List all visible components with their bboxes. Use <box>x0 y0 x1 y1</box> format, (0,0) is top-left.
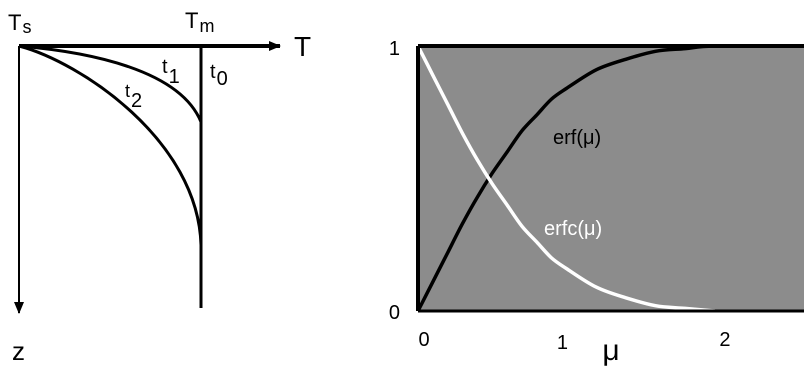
curve-label-t2-sub: 2 <box>131 90 142 112</box>
tm-label-sub: m <box>199 16 214 36</box>
erfc-curve-label: erfc(μ) <box>544 218 602 240</box>
curve-label-t2: t2 <box>125 81 142 112</box>
curve-label-t0-sub: 0 <box>217 68 228 90</box>
x-tick-label-2: 2 <box>719 329 730 351</box>
erf-curve <box>416 44 804 312</box>
ts-label-base: T <box>8 10 21 35</box>
erf-chart: 0 1 0 1 2 μ erf(μ) erfc(μ) <box>389 38 804 367</box>
curve-label-t0-base: t <box>210 61 216 83</box>
curve-label-t2-base: t <box>125 81 130 101</box>
temperature-profile-diagram: Ts Tm T z t0 t1 t2 <box>8 8 311 366</box>
curve-label-t1: t1 <box>162 56 180 88</box>
profile-curve-t2 <box>18 44 203 246</box>
curve-label-t1-sub: 1 <box>169 66 180 88</box>
tm-label: Tm <box>185 8 214 36</box>
plot-area <box>418 46 804 311</box>
profile-curve-t1 <box>18 44 203 123</box>
y-tick-label-0: 0 <box>389 302 400 324</box>
z-axis-label: z <box>12 336 25 366</box>
x-axis-label: μ <box>602 334 619 367</box>
erfc-curve <box>416 45 716 313</box>
erf-curve-label: erf(μ) <box>553 127 601 149</box>
curve-label-t0: t0 <box>210 61 228 90</box>
x-tick-label-1: 1 <box>557 332 568 354</box>
x-tick-label-0: 0 <box>418 329 429 351</box>
ts-label: Ts <box>8 10 31 37</box>
tm-label-base: T <box>185 8 198 33</box>
y-tick-label-1: 1 <box>389 38 400 60</box>
curve-label-t1-base: t <box>162 56 168 78</box>
t-axis-label: T <box>294 31 311 62</box>
ts-label-sub: s <box>22 17 31 37</box>
